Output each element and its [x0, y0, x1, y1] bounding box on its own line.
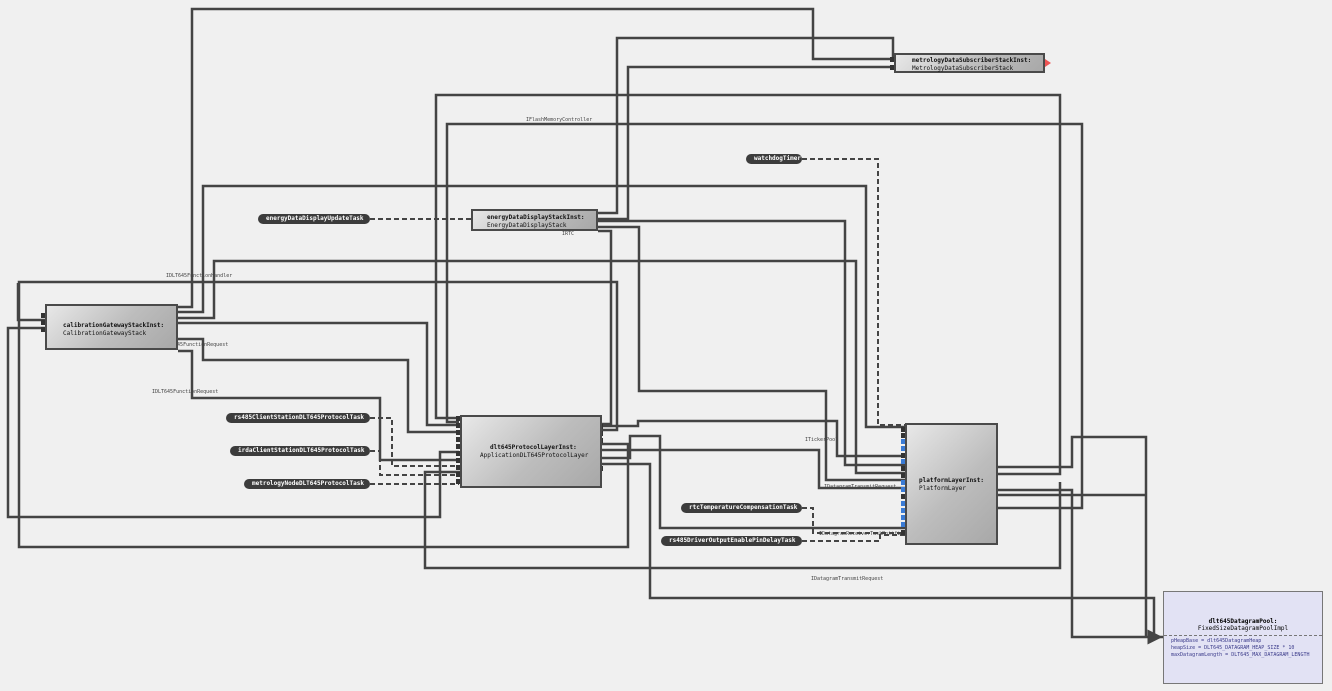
energy-display-name: energyDataDisplayStackInst:: [487, 214, 585, 221]
dash-irda-client: [370, 450, 459, 476]
task-rs485-client-station[interactable]: rs485ClientStationDLT645ProtocolTask: [226, 413, 370, 423]
task-energy-display-update[interactable]: energyDataDisplayUpdateTask: [258, 214, 370, 224]
wire-cal-in: [16, 283, 45, 322]
dash-rs485-client: [370, 417, 459, 467]
label-ticker: ITickerPool: [805, 437, 838, 443]
calibration-type: CalibrationGatewayStack: [63, 330, 147, 337]
platform-type: PlatformLayer: [919, 485, 966, 492]
label-func-request-2: IDLT645FunctionRequest: [152, 389, 218, 395]
task-watchdog-timer[interactable]: watchdogTimer: [746, 154, 802, 164]
protocol-type: ApplicationDLT645ProtocolLayer: [480, 452, 589, 459]
label-func-handler: IDLT645FunctionHandler: [166, 273, 232, 279]
protocol-layer[interactable]: dlt645ProtocolLayerInst: ApplicationDLT6…: [460, 415, 602, 488]
wire-protocol-to-platform-2: [601, 448, 905, 490]
calibration-ports: [41, 313, 46, 332]
wire-platform-to-pool-2: [997, 435, 1148, 637]
platform-ports: [901, 427, 906, 535]
wire-protocol-to-platform-top: [434, 93, 1062, 476]
label-flash: IFlashMemoryController: [526, 117, 592, 123]
platform-layer[interactable]: platformLayerInst: PlatformLayer: [905, 423, 998, 545]
wire-cal-to-protocol-1: [178, 321, 459, 427]
metrology-subscriber-stack[interactable]: metrologyDataSubscriberStackInst: Metrol…: [894, 53, 1045, 73]
energy-display-stack[interactable]: energyDataDisplayStackInst: EnergyDataDi…: [471, 209, 598, 231]
wire-cal-to-protocol-2: [178, 337, 459, 434]
task-metrology-node[interactable]: metrologyNodeDLT645ProtocolTask: [244, 479, 370, 489]
wire-cal-to-platform-flash: [178, 184, 905, 429]
task-rs485-driver-output-enable[interactable]: rs485DriverOutputEnablePinDelayTask: [661, 536, 802, 546]
label-dg-transmit-1: IDatagramTransmitRequest: [824, 484, 896, 490]
wire-cal-to-metrology-1: [178, 7, 893, 309]
metrology-ports: [890, 57, 1051, 70]
wire-energy-to-metrology: [598, 36, 895, 215]
wire-energy-to-platform-2: [598, 225, 905, 482]
metrology-name: metrologyDataSubscriberStackInst:: [912, 57, 1032, 64]
wire-flash-loop: [445, 122, 1084, 510]
wire-platform-to-pool-1: [997, 488, 1163, 645]
wire-energy-to-platform-1: [598, 219, 905, 467]
label-rtc: IRTC: [562, 231, 574, 237]
pool-type: FixedSizeDatagramPoolImpl: [1197, 625, 1289, 632]
wire-protocol-to-platform-1: [601, 419, 905, 458]
wire-cal-to-protocol-3: [178, 349, 459, 462]
label-dg-receive: IDatagramReceiverTaskNotification: [819, 531, 918, 537]
task-rtc-temperature-compensation[interactable]: rtcTemperatureCompensationTask: [681, 503, 802, 513]
energy-display-type: EnergyDataDisplayStack: [487, 222, 567, 229]
dash-rtc-comp: [802, 507, 905, 534]
wire-protocol-to-platform-4: [601, 434, 905, 530]
dash-watchdog: [802, 158, 905, 426]
wire-cal-to-platform-2: [178, 259, 905, 475]
pool-attr-heap-size: heapSize = DLT645_DATAGRAM_HEAP_SIZE * 1…: [1171, 645, 1295, 651]
task-irda-client-station[interactable]: irdaClientStationDLT645ProtocolTask: [230, 446, 370, 456]
pool-name: dlt645DatagramPool:: [1208, 618, 1278, 625]
wire-loop-right-to-cal-1: [6, 326, 459, 519]
dash-rs485-driver: [802, 534, 905, 542]
metrology-type: MetrologyDataSubscriberStack: [912, 65, 1014, 72]
datagram-pool[interactable]: dlt645DatagramPool: FixedSizeDatagramPoo…: [1163, 591, 1323, 684]
wire-loop-protocol-to-cal-2: [17, 280, 630, 549]
label-dg-transmit-2: IDatagramTransmitRequest: [811, 576, 883, 582]
protocol-name: dlt645ProtocolLayerInst:: [490, 444, 577, 451]
calibration-gateway-stack[interactable]: calibrationGatewayStackInst: Calibration…: [45, 304, 178, 350]
calibration-name: calibrationGatewayStackInst:: [63, 322, 165, 329]
platform-name: platformLayerInst:: [919, 477, 985, 484]
label-func-request-1: IDLT645FunctionRequest: [162, 342, 228, 348]
wire-energy-to-metrology-2: [598, 65, 893, 221]
pool-attr-heap-base: pHeapBase = dlt645DatagramHeap: [1171, 638, 1262, 644]
wire-energy-to-platform-3: [598, 229, 613, 426]
pool-attr-max-length: maxDatagramLength = DLT645_MAX_DATAGRAM_…: [1171, 652, 1310, 658]
